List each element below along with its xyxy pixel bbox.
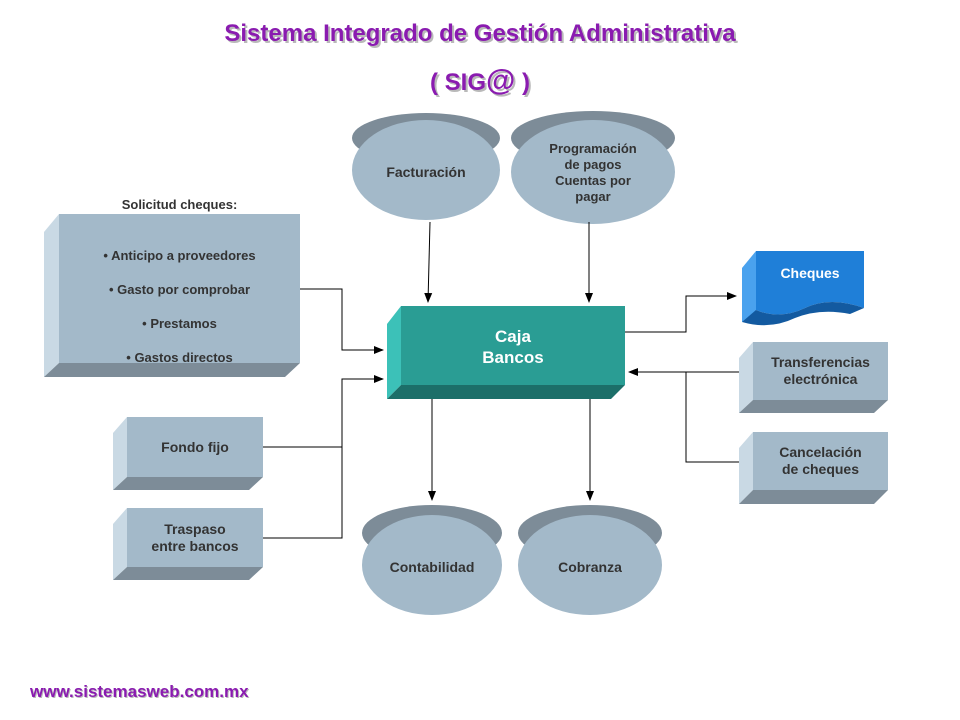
cancelacion-node	[739, 432, 888, 504]
edge-solicitud-caja	[300, 288, 384, 354]
caja-node	[387, 306, 625, 399]
edge-caja-cheques	[625, 292, 737, 333]
cheques-label: Cheques	[780, 264, 840, 281]
diagram-subtitle: ( SIG@ )	[0, 64, 960, 98]
solicitud-list: • Anticipo a proveedores • Gasto por com…	[103, 230, 255, 383]
transferencias-node	[739, 342, 888, 413]
edge-facturacion-caja	[424, 221, 433, 303]
list-item: • Prestamos	[142, 315, 217, 331]
solicitud-heading: Solicitud cheques:	[121, 196, 238, 212]
programacion-label: Programación de pagos Cuentas por pagar	[549, 140, 637, 204]
traspaso-label: Traspaso entre bancos	[151, 520, 239, 554]
fondo-label: Fondo fijo	[161, 438, 229, 455]
solicitud-label: Solicitud cheques: • Anticipo a proveedo…	[59, 197, 300, 365]
edge-cancelacion-caja	[685, 372, 739, 463]
fondo-node	[113, 417, 263, 490]
subtitle-close: )	[515, 69, 530, 96]
solicitud-node	[44, 214, 300, 377]
edge-fondo-caja	[263, 375, 384, 448]
transferencias-label: Transferencias electrónica	[771, 354, 870, 387]
cobranza-label: Cobranza	[558, 558, 622, 575]
traspaso-node	[113, 508, 263, 580]
cheques-node	[742, 251, 864, 326]
facturacion-label: Facturación	[386, 164, 466, 180]
subtitle-at-sign: @	[486, 64, 516, 97]
diagram-title: Sistema Integrado de Gestión Administrat…	[224, 20, 736, 47]
cobranza-node	[518, 505, 662, 615]
edge-traspaso-caja	[263, 379, 343, 539]
footer-url: www.sistemasweb.com.mx	[30, 682, 249, 701]
contabilidad-label: Contabilidad	[389, 558, 475, 575]
contabilidad-node	[362, 505, 502, 615]
cancelacion-label: Cancelación de cheques	[779, 444, 862, 477]
subtitle-text: ( SIG	[430, 69, 487, 96]
list-item: • Anticipo a proveedores	[103, 247, 256, 263]
caja-label: Caja Bancos	[482, 327, 544, 367]
list-item: • Gasto por comprobar	[108, 281, 251, 297]
list-item: • Gastos directos	[126, 349, 233, 365]
facturacion-node	[352, 113, 500, 220]
programacion-node	[511, 111, 675, 224]
